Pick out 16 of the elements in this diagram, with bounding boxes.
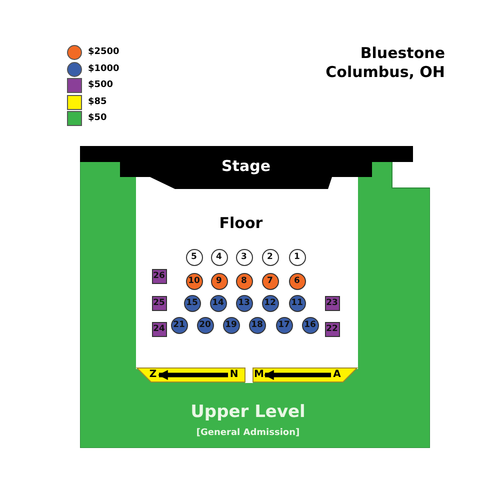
arrow <box>264 370 331 380</box>
arrow <box>158 370 228 380</box>
row-letter: M <box>254 368 264 382</box>
floor-label: Floor <box>218 214 264 232</box>
legend-label: $50 <box>88 113 107 123</box>
legend-label: $500 <box>88 80 114 90</box>
legend-label: $2500 <box>88 47 120 57</box>
stage-label: Stage <box>220 157 272 175</box>
row-letter: A <box>332 368 342 382</box>
section-label: Upper Level <box>190 402 306 422</box>
row-letter: Z <box>148 368 158 382</box>
legend-label: $85 <box>88 96 107 106</box>
venue-title: Bluestone Columbus, OH <box>324 44 445 82</box>
legend-label: $1000 <box>88 64 120 74</box>
section-note: [General Admission] <box>195 428 301 438</box>
row-letter: N <box>229 368 239 382</box>
